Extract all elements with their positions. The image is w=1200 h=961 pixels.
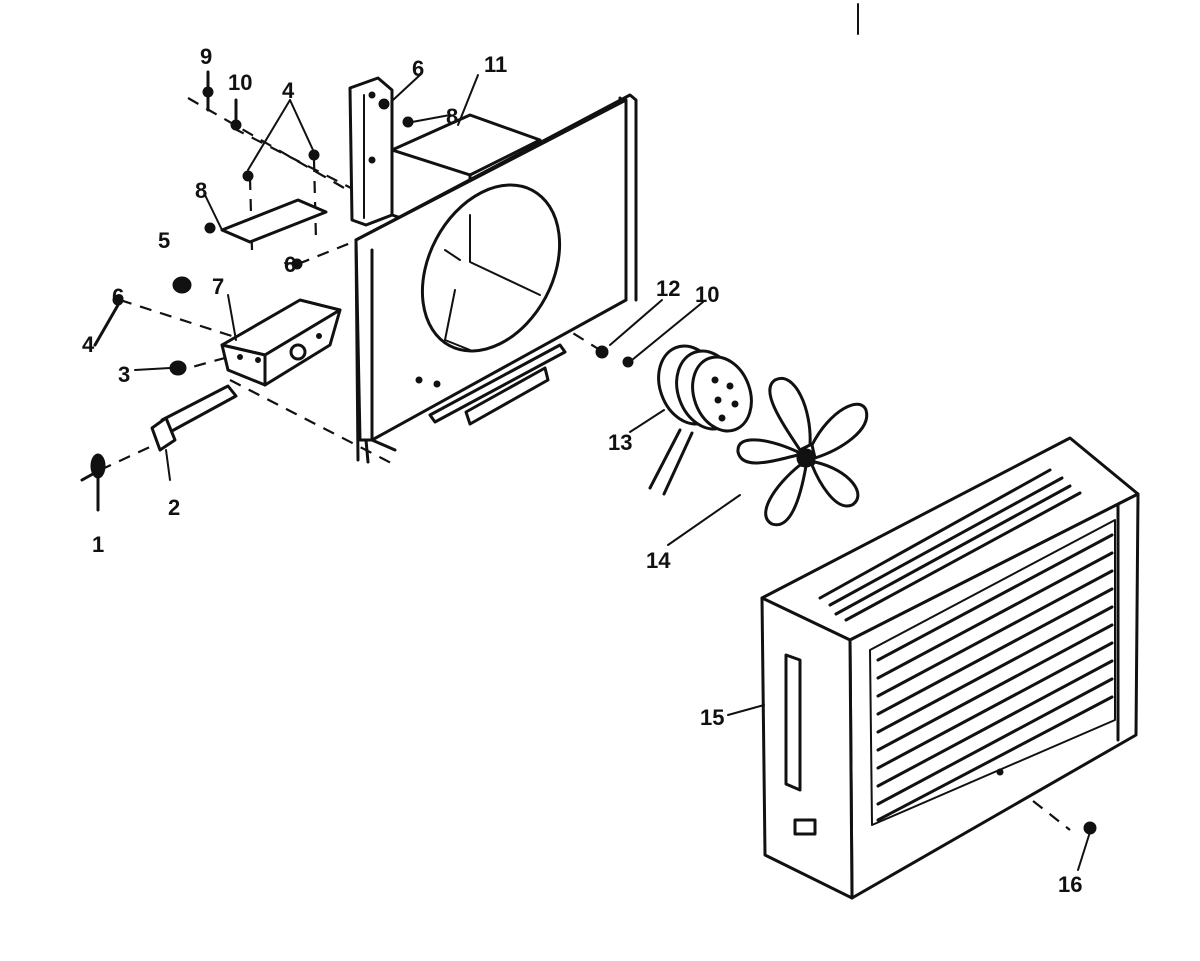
- motor-part-13: [648, 344, 753, 496]
- nut-5: [172, 276, 192, 294]
- nut-3: [169, 360, 187, 376]
- callout-9: 9: [200, 44, 212, 69]
- callout-4a: 4: [82, 332, 95, 357]
- fan-blade-part-14: [736, 376, 869, 527]
- callout-labels: 1 2 3 4 4 5 6 6 6 7 8 8 9 10 10 11 12 13…: [82, 44, 1082, 897]
- callout-11: 11: [484, 52, 507, 77]
- callout-10b: 10: [695, 282, 719, 307]
- leader-lines: [134, 74, 1091, 871]
- knob-part-1: [80, 453, 106, 512]
- bracket-part-7: [220, 298, 342, 387]
- front-grille-slats: [876, 533, 1114, 822]
- callout-3: 3: [118, 362, 130, 387]
- callout-14: 14: [646, 548, 671, 573]
- screw-6c: [378, 98, 390, 110]
- callout-8b: 8: [446, 104, 458, 129]
- callout-13: 13: [608, 430, 632, 455]
- callout-4b: 4: [282, 78, 295, 103]
- screw-4a: [242, 170, 254, 182]
- callout-8a: 8: [195, 178, 207, 203]
- callout-6c: 6: [412, 56, 424, 81]
- callout-6a: 6: [112, 284, 124, 309]
- cabinet-cover-part-15: [760, 436, 1140, 900]
- callout-5: 5: [158, 228, 170, 253]
- callout-10a: 10: [228, 70, 252, 95]
- nut-10b: [622, 356, 634, 368]
- callout-15: 15: [700, 705, 724, 730]
- callout-6b: 6: [284, 252, 296, 277]
- callout-7: 7: [212, 274, 224, 299]
- callout-12: 12: [656, 276, 680, 301]
- switch-part-2: [150, 384, 238, 452]
- main-panel-part-11: [348, 76, 638, 464]
- screw-8b: [204, 222, 216, 234]
- plate-part-8: [220, 198, 328, 244]
- fasteners: [93, 70, 1097, 835]
- callout-2: 2: [168, 495, 180, 520]
- callout-1: 1: [92, 532, 104, 557]
- screw-4b: [308, 149, 320, 161]
- washer-12: [595, 345, 609, 359]
- callout-16: 16: [1058, 872, 1082, 897]
